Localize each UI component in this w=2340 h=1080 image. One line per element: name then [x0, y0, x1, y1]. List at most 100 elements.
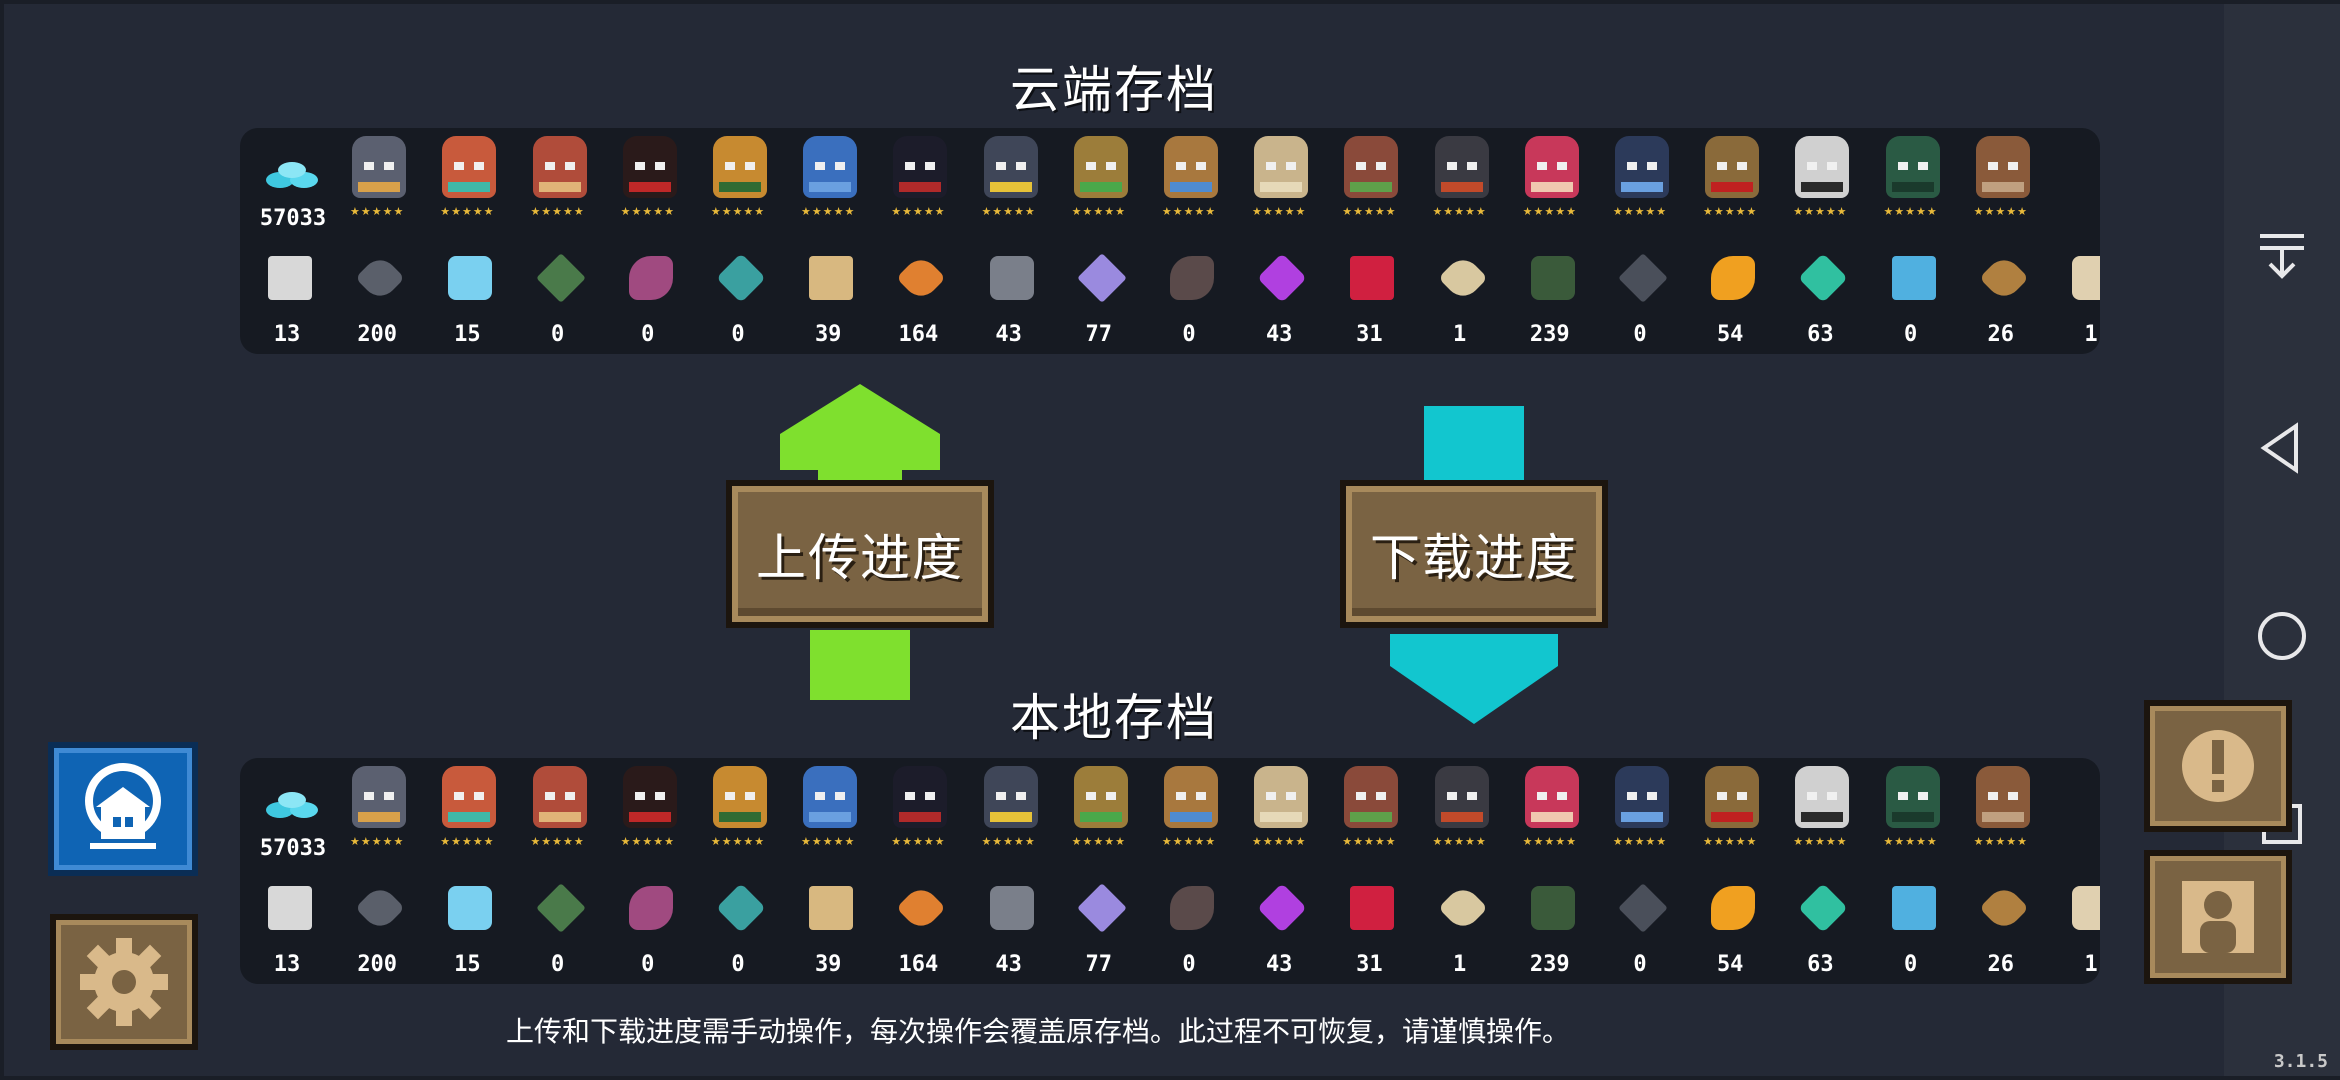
feather-icon: [1891, 256, 1936, 300]
berserker-icon: [1524, 136, 1579, 198]
character-slot: ★★★★★: [422, 758, 512, 868]
character-stars: ★★★★★: [1793, 205, 1848, 218]
engineer-icon: [713, 136, 767, 198]
upload-progress-button[interactable]: 上传进度: [726, 480, 994, 628]
purple-crystal-icon: [1076, 883, 1127, 933]
red-leaf-icon: [1350, 256, 1395, 300]
book-icon: [1975, 136, 2030, 198]
hammer-icon: [1978, 883, 2029, 933]
material-count: 0: [1903, 322, 1918, 347]
assassin-icon: [622, 136, 677, 198]
cloud-save-title: 云端存档: [1010, 61, 1218, 119]
wood-log-icon: [809, 886, 854, 930]
material-count: 77: [1085, 952, 1113, 977]
material-slot: 26: [1956, 244, 2046, 354]
material-slot: 43: [1234, 874, 1324, 984]
material-slot: 26: [1956, 874, 2046, 984]
character-slot: ★★★★★: [1234, 128, 1324, 238]
home-icon[interactable]: [2252, 606, 2312, 666]
material-count: 77: [1085, 322, 1113, 347]
character-stars: ★★★★★: [1161, 205, 1217, 218]
material-slot: 13: [242, 244, 332, 354]
sync-warning-notice: 上传和下载进度需手动操作，每次操作会覆盖原存档。此过程不可恢复，请谨慎操作。: [4, 1010, 2340, 1050]
character-slot: ★★★★★: [1595, 128, 1685, 238]
material-count: 0: [641, 322, 655, 347]
material-slot: 239: [1505, 244, 1595, 354]
material-count: 0: [731, 952, 745, 977]
crystal-icon: [448, 886, 493, 930]
character-stars: ★★★★★: [801, 835, 856, 848]
download-arrow-icon: [1390, 406, 1558, 724]
character-slot: ★★★★★: [1054, 128, 1144, 238]
iron-ore-icon: [355, 253, 406, 303]
ticket-icon: [628, 256, 673, 300]
elf-icon: [1073, 136, 1128, 198]
character-slot: ★★★★★: [964, 128, 1054, 238]
character-stars: ★★★★★: [891, 835, 946, 848]
settings-button[interactable]: [50, 914, 198, 1050]
material-slot: 63: [1775, 874, 1865, 984]
ticket-icon: [628, 886, 673, 930]
character-stars: ★★★★★: [1612, 205, 1668, 218]
gear-icon: [80, 938, 168, 1026]
turret-part-icon: [535, 253, 586, 303]
character-slot: ★★★★★: [1144, 758, 1234, 868]
character-stars: ★★★★★: [530, 835, 585, 848]
wood-log-icon: [809, 256, 854, 300]
red-leaf-icon: [1350, 886, 1395, 930]
material-count: 43: [1265, 952, 1293, 977]
collapse-down-icon[interactable]: [2252, 226, 2312, 286]
officer-icon: [1705, 766, 1760, 828]
material-count: 164: [898, 322, 939, 347]
material-slot: 0: [1866, 874, 1956, 984]
back-icon[interactable]: [2252, 418, 2312, 478]
account-button[interactable]: [2144, 850, 2292, 984]
character-stars: ★★★★★: [1071, 205, 1126, 218]
studio-logo-button[interactable]: [48, 742, 198, 876]
gem-count: 57033: [259, 206, 327, 231]
teal-crystal-icon: [1798, 883, 1849, 933]
material-slot: 239: [1505, 874, 1595, 984]
character-stars: ★★★★★: [1522, 835, 1577, 848]
upload-arrow-icon: [780, 384, 940, 700]
druid-icon: [1344, 136, 1399, 198]
werewolf-icon: [1164, 136, 1218, 198]
character-slot: ★★★★★: [1866, 758, 1956, 868]
character-slot: ★★★★★: [1234, 758, 1324, 868]
material-slot: 164: [873, 244, 963, 354]
character-slot: ★★★★★: [1685, 758, 1775, 868]
download-progress-button[interactable]: 下载进度: [1340, 480, 1608, 628]
character-stars: ★★★★★: [1973, 205, 2028, 218]
cloud-save-panel: 57033 ★★★★★ ★★★★★ ★★★★★ ★★★★★ ★★★★★ ★★★★★ ★★★★★…: [240, 128, 2100, 354]
chest-part-icon: [716, 883, 766, 933]
book-icon: [1975, 766, 2030, 828]
character-slot: ★★★★★: [1324, 128, 1414, 238]
character-stars: ★★★★★: [1703, 205, 1758, 218]
material-slot: 1: [1415, 244, 1505, 354]
material-slot: 43: [964, 874, 1054, 984]
material-count: 164: [898, 952, 939, 977]
character-slot: ★★★★★: [513, 128, 603, 238]
druid-icon: [1344, 766, 1399, 828]
material-count: 1: [2084, 952, 2098, 977]
material-count: 13: [273, 952, 301, 977]
character-stars: ★★★★★: [1252, 205, 1307, 218]
character-slot: ★★★★★: [1956, 758, 2046, 868]
material-count: 39: [814, 952, 842, 977]
officer-icon: [1705, 136, 1760, 198]
metal-plate-icon: [1618, 253, 1668, 303]
material-slot: 0: [513, 244, 603, 354]
character-stars: ★★★★★: [1342, 205, 1397, 218]
material-count: 43: [995, 322, 1022, 347]
material-count: 239: [1529, 952, 1570, 977]
character-slot: ★★★★★: [783, 758, 873, 868]
material-slot: 0: [1595, 874, 1685, 984]
material-slot: 1: [2046, 244, 2100, 354]
paladin-icon: [983, 766, 1038, 828]
necromancer-icon: [1615, 766, 1669, 828]
character-slot: ★★★★★: [1505, 128, 1595, 238]
feedback-button[interactable]: [2144, 700, 2292, 832]
engineer-icon: [713, 766, 767, 828]
